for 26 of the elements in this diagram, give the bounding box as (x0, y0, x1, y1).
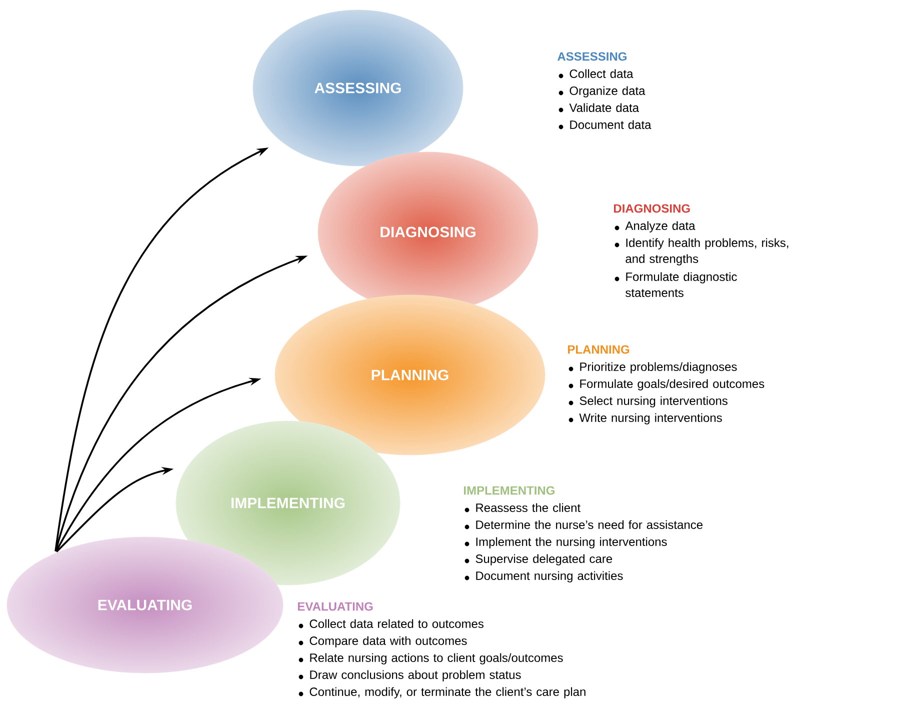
bullet-item: Prioritize problems/diagnoses (580, 362, 737, 374)
bullet-item: Determine the nurse’s need for assistance (476, 520, 703, 529)
step-heading: DIAGNOSING (614, 204, 690, 213)
bullet-item: Write nursing interventions (579, 413, 722, 424)
step-heading: IMPLEMENTING (464, 486, 554, 495)
bullet-item: Document nursing activities (476, 571, 623, 582)
bullet-item: Formulate diagnostic statements (626, 272, 737, 297)
bullet-item: Continue, modify, or terminate the client’s care plan (310, 687, 586, 698)
bullet-item: Collect data related to outcomes (310, 619, 484, 628)
step-heading: PLANNING (568, 345, 630, 354)
bullet-item: Select nursing interventions (580, 396, 728, 408)
bullet-item: Relate nursing actions to client goals/outcomes (310, 653, 563, 664)
bullet-item: Formulate goals/desired outcomes (580, 379, 764, 390)
bullet-item: Reassess the client (476, 503, 580, 512)
bullet-item: Compare data with outcomes (310, 636, 467, 648)
bullet-item: Organize data (570, 86, 646, 98)
bullet-item: Validate data (569, 103, 640, 112)
bullet-item: Collect data (570, 69, 634, 78)
bullet-item: Identify health problems, risks, and strengths (626, 238, 788, 266)
bullet-item: Implement the nursing interventions (476, 537, 667, 548)
bullet-item: Analyze data (625, 221, 696, 232)
bullet-item: Supervise delegated care (476, 554, 612, 566)
step-heading: EVALUATING (298, 602, 373, 611)
bullet-item: Draw conclusions about problem status (310, 670, 521, 682)
step-heading: ASSESSING (558, 52, 626, 61)
bullet-item: Document data (570, 120, 652, 129)
